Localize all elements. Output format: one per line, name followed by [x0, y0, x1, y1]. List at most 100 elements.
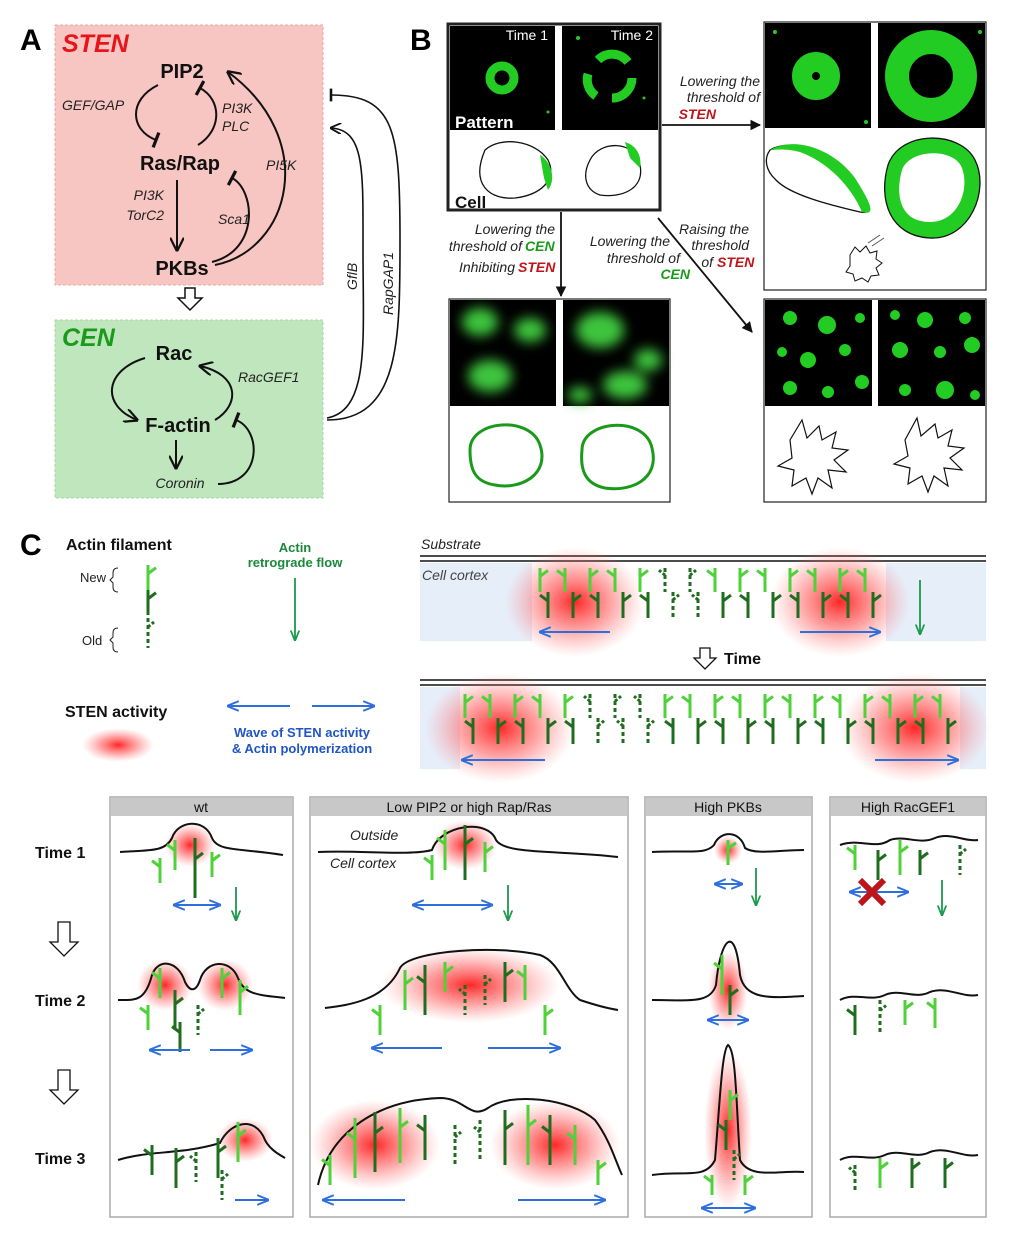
label-racgef1: RacGEF1 [238, 369, 299, 385]
diag-right-label-sten: STEN [717, 254, 755, 270]
right-arrow-label-2: threshold of [687, 89, 762, 105]
actin-filament [838, 568, 849, 592]
node-pip2: PIP2 [160, 61, 203, 83]
condition-header-high-racgef1: High RacGEF1 [861, 799, 955, 815]
cell-time1 [479, 141, 552, 199]
cen-title: CEN [62, 324, 116, 352]
actin-filament [481, 694, 492, 718]
actin-filament [321, 1155, 332, 1185]
actin-filament [821, 592, 832, 618]
actin-filament [238, 980, 249, 1015]
actin-filament [696, 718, 707, 744]
retro-label-1: Actin [279, 540, 312, 555]
actin-filament [588, 568, 599, 592]
panel-a: A STEN CEN PIP2 Ras/Rap PKBs Rac F-actin… [20, 24, 401, 499]
actin-filament [703, 1174, 714, 1195]
actin-filament [596, 1160, 607, 1185]
actin-filament [876, 850, 887, 880]
actin-filament [706, 568, 717, 592]
substrate-label: Substrate [421, 536, 481, 552]
diag-left-label-1: Lowering the [590, 233, 670, 249]
diag-right-label-3: of [701, 254, 715, 270]
cell-label: Cell [455, 193, 486, 212]
actin-filament [616, 718, 625, 744]
actin-filament [713, 955, 724, 995]
actin-filament [943, 1158, 954, 1188]
actin-filament [738, 568, 749, 592]
actin-filament [458, 985, 467, 1015]
actin-filament [496, 718, 507, 744]
old-label: Old [82, 633, 102, 648]
actin-filament [781, 694, 792, 718]
cell-cortex-label: Cell cortex [422, 567, 489, 583]
actin-filament [918, 850, 929, 875]
time-arrow-icon [692, 647, 718, 670]
label-gflb: GflB [344, 263, 360, 290]
pattern-time2-image [562, 26, 658, 130]
actin-filament [516, 965, 527, 1000]
actin-filament [473, 1120, 482, 1160]
actin-filament [538, 568, 549, 592]
actin-filament [881, 694, 892, 718]
actin-filament [806, 568, 817, 592]
actin-filament [566, 1125, 577, 1165]
actin-filament [728, 1090, 739, 1120]
wave-label-1: Wave of STEN activity [234, 725, 371, 740]
sten-activity-label: STEN activity [65, 704, 167, 721]
actin-filament [416, 965, 427, 1015]
actin-filament [463, 825, 474, 880]
actin-filament [691, 592, 700, 618]
actin-filament [878, 1000, 887, 1035]
actin-filament [796, 718, 807, 744]
actin-filament [503, 1110, 514, 1165]
actin-filament [503, 962, 514, 1002]
actin-filament [423, 855, 434, 880]
actin-filament [151, 858, 162, 883]
actin-filament [556, 568, 567, 592]
pattern-time1-image [450, 26, 555, 130]
pattern-dots [777, 310, 980, 400]
actin-filament [898, 840, 909, 875]
node-coronin: Coronin [155, 475, 204, 491]
actin-filament [848, 1165, 857, 1190]
actin-filament [728, 985, 739, 1015]
actin-filament [714, 718, 725, 744]
actin-filament [563, 694, 574, 718]
actin-filament [946, 718, 957, 744]
actin-filament [220, 968, 231, 998]
label-gef-gap: GEF/GAP [62, 97, 125, 113]
actin-filament [864, 718, 875, 744]
actin-filament [913, 694, 924, 718]
panel-c-legend: C Actin filament New Old Actin retrograd… [20, 529, 990, 783]
cell-time2 [585, 144, 642, 197]
actin-filament [688, 568, 697, 592]
actin-filament [539, 592, 550, 618]
actin-filament [403, 970, 414, 1010]
actin-filament [606, 568, 617, 592]
actin-filament-title: Actin filament [66, 537, 172, 554]
sten-title: STEN [62, 30, 130, 58]
actin-filament [839, 592, 850, 618]
actin-filament [813, 694, 824, 718]
actin-filament [739, 592, 750, 618]
actin-filament [453, 1125, 462, 1165]
actin-filament [788, 568, 799, 592]
actin-filament [416, 1115, 427, 1160]
actin-filament [513, 694, 524, 718]
actin-filament [717, 1120, 728, 1150]
network-arrows [110, 72, 401, 485]
panel-label-a: A [20, 24, 42, 57]
actin-filament [846, 1005, 857, 1035]
actin-filament [732, 1150, 741, 1180]
actin-filament [543, 1005, 554, 1035]
actin-filament [531, 694, 542, 718]
actin-filament [846, 845, 857, 870]
actin-filament [541, 1115, 552, 1165]
down-arrow-label-cen: CEN [525, 238, 555, 254]
actin-filament [173, 990, 184, 1030]
actin-filament [196, 1005, 205, 1035]
actin-filament [146, 565, 157, 590]
label-pi3k: PI3K [222, 100, 253, 116]
actin-filament [220, 1170, 229, 1200]
time2-label: Time 2 [611, 27, 653, 43]
